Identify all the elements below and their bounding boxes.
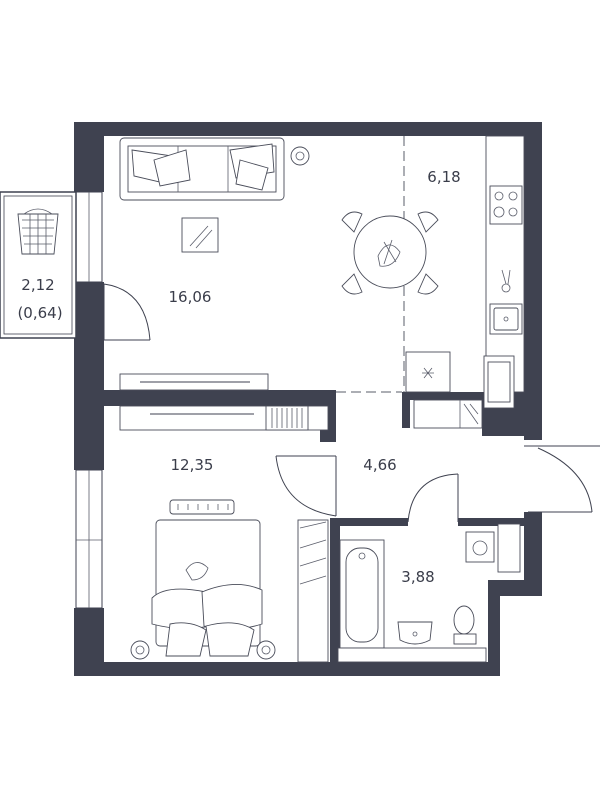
windows	[75, 191, 103, 609]
coffee-table-icon	[181, 217, 219, 253]
bathtub-icon	[339, 539, 385, 649]
entrance-door	[524, 445, 600, 513]
walls	[74, 122, 542, 676]
bed-icon	[151, 499, 263, 657]
living-area: 16,06	[169, 288, 212, 306]
balcony-area-reduced: (0,64)	[17, 304, 62, 322]
balcony-door	[103, 283, 151, 341]
bathroom-area: 3,88	[401, 568, 434, 586]
sink-icon	[489, 303, 523, 335]
toilet-icon	[453, 605, 477, 645]
laundry-basket-icon	[17, 208, 59, 255]
stove-icon	[489, 185, 523, 225]
faucet-icon	[501, 269, 511, 293]
lamp-icon	[290, 146, 310, 166]
hall-area: 4,66	[363, 456, 396, 474]
bathroom-door	[407, 473, 459, 523]
dining-table-icon	[341, 211, 439, 295]
tv-stand-icon	[119, 373, 329, 431]
cabinet-icon	[413, 399, 483, 429]
nightstand-left-icon	[130, 640, 150, 660]
bedroom-area: 12,35	[171, 456, 214, 474]
kitchen-area: 6,18	[427, 168, 460, 186]
kitchen-counter	[483, 135, 525, 409]
washbasin-icon	[397, 621, 433, 645]
balcony: 2,12 (0,64)	[0, 191, 77, 339]
washing-machine-icon	[465, 523, 521, 573]
sofa-icon	[119, 137, 285, 201]
bedroom-door	[275, 455, 337, 517]
nightstand-right-icon	[256, 640, 276, 660]
balcony-area: 2,12	[21, 276, 54, 294]
bathroom-shelf	[337, 647, 487, 663]
fridge-icon	[405, 351, 451, 393]
wardrobe-icon	[297, 519, 329, 663]
